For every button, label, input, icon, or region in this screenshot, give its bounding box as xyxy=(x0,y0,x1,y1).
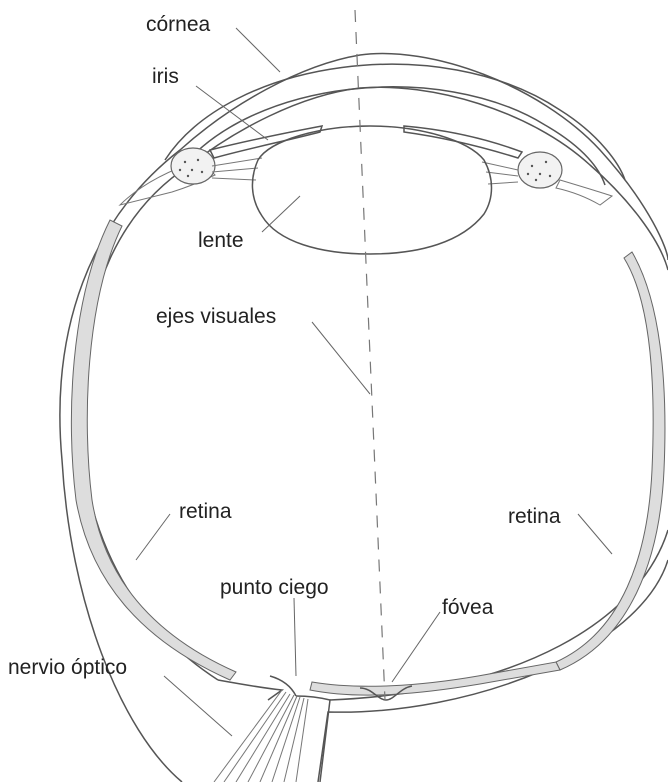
optic-nerve-left-wall xyxy=(218,680,282,700)
leader-blind-spot xyxy=(294,598,296,676)
leader-retina-right xyxy=(578,514,612,554)
ciliary-muscle-right xyxy=(518,152,562,188)
label-cornea: córnea xyxy=(146,13,211,36)
leader-cornea xyxy=(236,28,280,72)
label-fovea: fóvea xyxy=(442,596,494,619)
iris-left xyxy=(210,126,322,158)
visual-axis-line xyxy=(355,10,385,700)
sclera-inner xyxy=(80,87,668,700)
label-retina-left: retina xyxy=(179,500,232,523)
ciliary-muscle-left xyxy=(171,148,215,184)
label-lens: lente xyxy=(198,229,244,252)
leader-optic-nerve xyxy=(164,676,232,736)
retina-right-band xyxy=(556,252,665,670)
leader-retina-left xyxy=(136,514,170,560)
label-iris: iris xyxy=(152,65,179,88)
optic-disc xyxy=(270,676,296,696)
retina-left-band xyxy=(71,220,236,680)
leader-lines xyxy=(136,28,612,736)
sclera-outer xyxy=(60,53,668,782)
ciliary-body-right xyxy=(556,180,612,205)
lens xyxy=(252,126,491,254)
label-retina-right: retina xyxy=(508,505,561,528)
leader-lens xyxy=(262,196,300,232)
leader-visual-axis xyxy=(312,322,370,394)
optic-nerve-fibers xyxy=(214,690,308,782)
label-visual-axis: ejes visuales xyxy=(156,305,276,328)
label-optic-nerve: nervio óptico xyxy=(8,656,127,679)
label-blind-spot: punto ciego xyxy=(220,576,329,599)
leader-fovea xyxy=(392,612,440,682)
